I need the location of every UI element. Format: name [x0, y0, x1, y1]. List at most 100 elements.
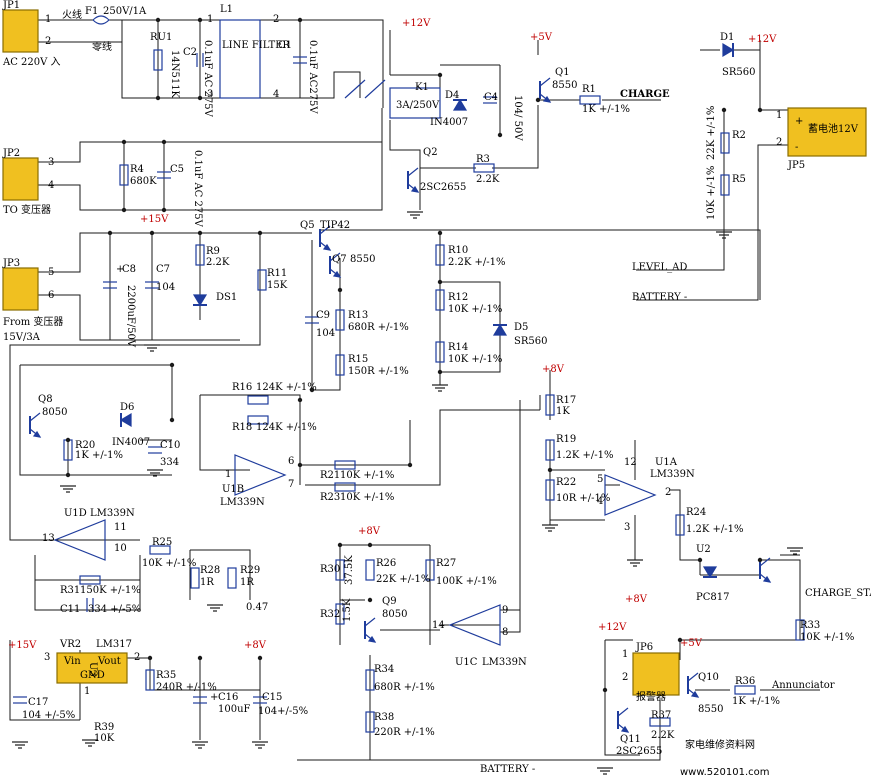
label-connectors-jp5-pins-1: 2	[776, 137, 782, 148]
label-components-u2-ref: U2	[696, 544, 711, 555]
capacitor-c1	[293, 56, 307, 64]
label-power_labels-p8v: +8V	[542, 364, 565, 375]
resistor-r26	[365, 559, 375, 581]
label-components-r10-ref: R10	[448, 245, 468, 256]
junction-dot	[257, 230, 263, 236]
bjt-lead	[29, 412, 41, 422]
junction-dot	[197, 230, 203, 236]
label-components-q5-value: TIP42	[320, 220, 350, 231]
bjt-arrow	[367, 635, 377, 643]
capacitor-c16	[193, 696, 207, 704]
diode-body	[119, 412, 132, 428]
label-components-r19-value: 1.2K +/-1%	[556, 450, 614, 461]
diode-d5	[492, 323, 508, 336]
label-components-c11-ref: C11	[60, 604, 80, 615]
resistor-r32	[335, 603, 345, 625]
label-misc-value_047: 0.47	[246, 602, 268, 613]
label-components-vr2-ref: VR2	[59, 639, 81, 650]
label-components-r30-ref: R30	[320, 564, 340, 575]
transistor-q11	[617, 707, 630, 733]
label-connectors-jp3-label: From 变压器	[3, 315, 63, 328]
label-components-c10-value: 334	[160, 457, 179, 468]
ground-symbol	[12, 741, 28, 749]
label-components-r29-ref: R29	[240, 565, 260, 576]
parts	[2, 9, 867, 775]
label-components-l1-pins-0: 1	[207, 14, 213, 25]
label-components-r3-ref: R3	[476, 154, 490, 165]
junction-dot	[155, 95, 161, 101]
label-net_labels-level_ad: LEVEL_AD	[632, 262, 687, 273]
junction-dot	[337, 542, 343, 548]
label-components-r11-value: 15K	[267, 280, 288, 291]
label-components-u1c-ref: U1C	[455, 657, 478, 668]
junction-dot	[197, 95, 203, 101]
label-components-q8-ref: Q8	[38, 394, 53, 405]
label-watermark-url: www.520101.com	[680, 767, 770, 778]
label-components-vr2-pins-0: 3	[44, 652, 50, 663]
label-components-c7-ref: C7	[156, 264, 170, 275]
label-components-r25-ref: R25	[152, 537, 172, 548]
label-components-r2-value: 22K +/-1%	[706, 106, 717, 160]
label-components-k1-ref: K1	[415, 82, 429, 93]
label-net_labels-charge: CHARGE	[620, 89, 670, 100]
label-components-u1c-pins-1: 8	[502, 627, 508, 638]
junction-dot	[677, 637, 683, 643]
label-components-q8-value: 8050	[42, 407, 67, 418]
label-connectors-jp5-ref: JP5	[787, 160, 805, 171]
label-components-l1-pins-2: 3	[207, 89, 213, 100]
label-p8v-reg: +8V	[244, 640, 267, 651]
comparator-body	[448, 604, 501, 646]
label-components-c15-value: 104+/-5%	[258, 706, 308, 717]
ground-symbol	[787, 547, 803, 555]
label-components-r14-ref: R14	[448, 342, 468, 353]
bjt-arrow	[322, 243, 332, 251]
label-components-d5-value: SR560	[514, 336, 547, 347]
label-components-q2-ref: Q2	[423, 147, 438, 158]
wire	[699, 554, 800, 576]
label-components-r4-ref: R4	[130, 164, 144, 175]
label-components-c2-value: 0.1uF AC 275V	[202, 40, 213, 118]
diode-body	[192, 294, 208, 307]
resistor-r19	[545, 439, 555, 461]
label-components-r13-ref: R13	[348, 310, 368, 321]
label-connectors-jp3-pins-1: 6	[48, 290, 54, 301]
label-components-r32-value: 1.5K	[342, 598, 353, 622]
label-components-r26-value: 22K +/-1%	[376, 574, 430, 585]
connector-jp2	[2, 157, 39, 201]
label-p5v-lower: +5V	[680, 638, 703, 649]
label-components-r38-value: 220R +/-1%	[374, 727, 435, 738]
label-net_labels-charge_stat: CHARGE_STAT	[805, 588, 871, 599]
junction-dot	[147, 655, 153, 661]
comparator-u1d	[53, 519, 106, 561]
label-components-r20-ref: R20	[75, 440, 95, 451]
label-connectors-jp1-pins-0: 1	[45, 14, 51, 25]
ground-symbol	[542, 524, 558, 532]
label-net_labels-battery_minus: BATTERY -	[632, 292, 687, 303]
ground-symbol	[432, 384, 448, 392]
label-components-r4-value: 680K	[130, 176, 157, 187]
wire	[634, 440, 801, 641]
label-components-vr2-vout: Vout	[97, 656, 121, 667]
label-components-d4-ref: D4	[445, 90, 459, 101]
label-components-r14-value: 10K +/-1%	[448, 354, 502, 365]
bjt-lead	[539, 77, 551, 87]
label-components-f1-ref: F1	[85, 6, 98, 17]
junction-dot	[169, 417, 175, 423]
label-components-u1d-value: LM339N	[90, 508, 135, 519]
label-connectors-jp2-pins-1: 4	[48, 180, 54, 191]
label-components-u1a-ref: U1A	[655, 457, 678, 468]
resistor-r2	[720, 132, 730, 154]
label-components-u1c-pins-2: 14	[432, 620, 445, 631]
label-components-r37-ref: R37	[651, 710, 671, 721]
resistor-ru1	[153, 49, 163, 71]
label-components-u1d-ref: U1D	[64, 508, 87, 519]
label-components-vr2-vin: Vin	[63, 656, 81, 667]
junction-dot	[757, 107, 763, 113]
label-components-u1b-pins-0: 1	[225, 469, 231, 480]
label-components-r21-ref: R21	[320, 470, 340, 481]
wire	[38, 19, 384, 108]
ground-symbol	[627, 559, 643, 567]
label-components-u1c-value: LM339N	[482, 657, 527, 668]
junction-dot	[437, 369, 443, 375]
resistor-r10	[435, 244, 445, 266]
